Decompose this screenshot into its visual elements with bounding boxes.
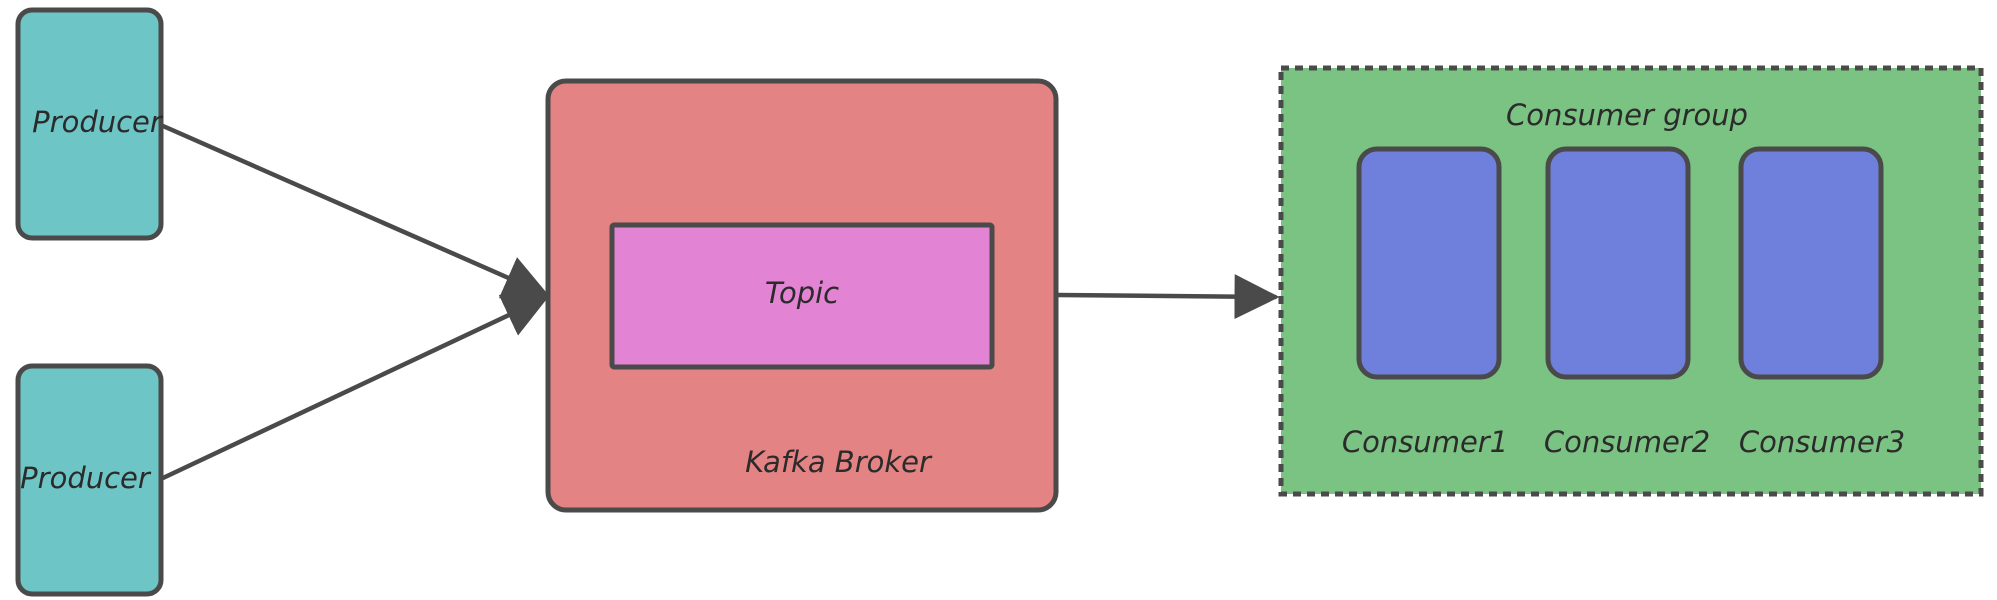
consumer-group-label: Consumer group bbox=[1506, 98, 1748, 132]
consumer-node-3: Consumer3 bbox=[1738, 146, 1905, 459]
consumer-node-2: Consumer2 bbox=[1544, 146, 1710, 459]
consumer-box-2 bbox=[1545, 146, 1691, 380]
producer-box-2 bbox=[15, 363, 164, 597]
producer-label-1: Producer bbox=[32, 105, 164, 139]
consumer-label-1: Consumer1 bbox=[1342, 425, 1508, 459]
consumer-label-2: Consumer2 bbox=[1544, 425, 1710, 459]
producer-node-1: Producer bbox=[15, 7, 164, 241]
topic-label: Topic bbox=[765, 276, 839, 310]
kafka-broker-label: Kafka Broker bbox=[745, 445, 933, 479]
topic-box bbox=[609, 222, 995, 370]
edge-broker-to-consumer-group bbox=[1055, 274, 1280, 320]
producer-label-2: Producer bbox=[20, 461, 152, 495]
consumer-group-node: Consumer group Consumer1 Consumer2 Consu… bbox=[1278, 65, 1984, 497]
producer-box-1 bbox=[15, 7, 164, 241]
kafka-broker-node: Topic Kafka Broker bbox=[545, 78, 1059, 513]
edge-producer1-to-broker bbox=[160, 123, 550, 299]
producer-node-2: Producer bbox=[15, 363, 164, 597]
consumer-label-3: Consumer3 bbox=[1739, 425, 1905, 459]
consumer-box-3 bbox=[1738, 146, 1884, 380]
edge-producer2-to-broker bbox=[160, 294, 550, 481]
consumer-box-1 bbox=[1356, 146, 1502, 380]
consumer-node-1: Consumer1 bbox=[1342, 146, 1508, 459]
